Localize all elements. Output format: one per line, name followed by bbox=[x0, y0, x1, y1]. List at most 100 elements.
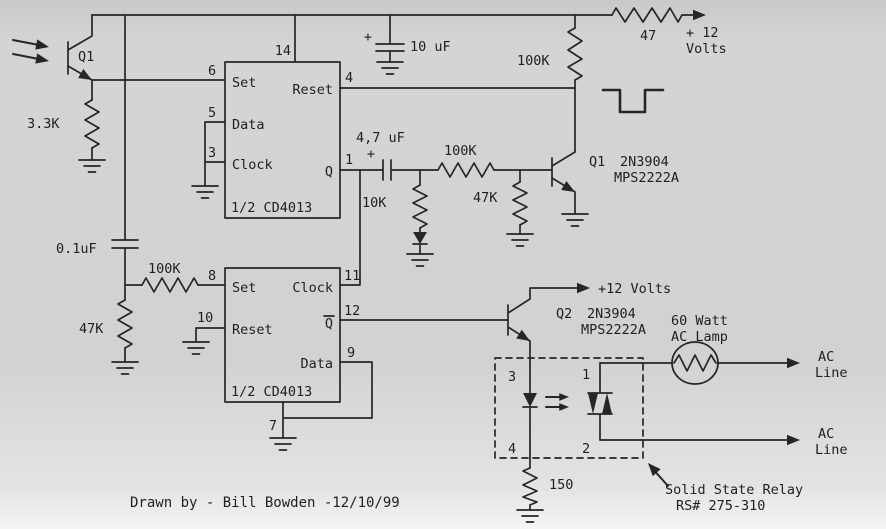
coupling-arrow-icon bbox=[559, 403, 569, 411]
q1-part-alt-label: MPS2222A bbox=[614, 170, 679, 186]
led-icon bbox=[523, 393, 537, 407]
relay-pin2-label: 2 bbox=[582, 441, 590, 457]
ground-icon bbox=[406, 253, 434, 267]
resistor-150: 150 bbox=[516, 467, 573, 523]
clock-link bbox=[339, 169, 361, 286]
transistor-q2: Q2 2N3904 MPS2222A +12 Volts bbox=[507, 281, 671, 394]
flip-flop-1: 14 6 5 3 4 1 Set Data Clock Reset Q 1/2 … bbox=[191, 14, 576, 219]
capacitor-4.7uf-label: 4,7 uF bbox=[356, 130, 405, 146]
ac-arrow-icon bbox=[787, 434, 800, 446]
capacitor-10uf-plus: + bbox=[364, 29, 372, 45]
supply-arrow-icon bbox=[577, 282, 590, 294]
ff1-pin3-label: 3 bbox=[208, 145, 216, 161]
resistor-100k-set-label: 100K bbox=[148, 261, 181, 277]
diode-icon bbox=[413, 232, 427, 244]
reset-pulse-waveform bbox=[601, 88, 665, 114]
resistor-100k-pullup-label: 100K bbox=[517, 53, 550, 69]
resistor-100k-base-label: 100K bbox=[444, 143, 477, 159]
supply-relay-label: +12 Volts bbox=[598, 281, 671, 297]
ground-icon bbox=[269, 437, 297, 451]
resistor-10k-diode: 10K bbox=[362, 169, 434, 267]
light-arrow-icon bbox=[35, 53, 50, 67]
ff1-pin1-label: 1 bbox=[345, 152, 353, 168]
ff1-pin4-label: 4 bbox=[345, 70, 353, 86]
photo-q1-label: Q1 bbox=[78, 49, 94, 65]
ff1-data-label: Data bbox=[232, 117, 265, 133]
relay-caption-line1: Solid State Relay bbox=[665, 482, 803, 498]
supply-arrow-icon bbox=[693, 9, 706, 21]
ff2-pin11-label: 11 bbox=[344, 268, 360, 284]
coupling-arrow-icon bbox=[559, 393, 569, 401]
resistor-47-symbol bbox=[611, 7, 683, 23]
ff1-pin14-label: 14 bbox=[275, 43, 291, 59]
lamp-and-ac-lines: 60 Watt AC Lamp AC Line AC Line bbox=[599, 313, 848, 458]
ff2-qbar-label: Q bbox=[325, 316, 333, 332]
ff2-chip-label: 1/2 CD4013 bbox=[231, 384, 312, 400]
capacitor-4.7uf-plus: + bbox=[367, 146, 375, 162]
ff2-pin8-label: 8 bbox=[208, 268, 216, 284]
ff2-pin12-label: 12 bbox=[344, 303, 360, 319]
triac-icon bbox=[588, 393, 598, 414]
ff2-pin9-label: 9 bbox=[347, 345, 355, 361]
relay-pin3-label: 3 bbox=[508, 369, 516, 385]
relay-pin1-label: 1 bbox=[582, 367, 590, 383]
lamp-filament bbox=[673, 354, 717, 372]
transistor-q1-npn: Q1 2N3904 MPS2222A bbox=[551, 151, 679, 227]
ff1-clock-label: Clock bbox=[232, 157, 273, 173]
light-arrow-icon bbox=[35, 39, 50, 53]
power-rail: 47 + 12 Volts bbox=[91, 7, 727, 57]
ff2-set-label: Set bbox=[232, 280, 256, 296]
ac-bottom-label-line1: AC bbox=[818, 426, 834, 442]
ac-arrow-icon bbox=[787, 357, 800, 369]
q2-part-alt-label: MPS2222A bbox=[581, 322, 646, 338]
ac-bottom-label-line2: Line bbox=[815, 442, 848, 458]
q2-label: Q2 bbox=[556, 306, 572, 322]
lamp-icon bbox=[671, 341, 719, 385]
capacitor-10uf: + 10 uF bbox=[364, 14, 451, 75]
triac-icon bbox=[602, 393, 612, 414]
lamp-label-line1: 60 Watt bbox=[671, 313, 728, 329]
flip-flop-2: 8 10 11 12 9 7 Set Reset Clock Q Data 1/… bbox=[182, 267, 509, 451]
ff1-set-label: Set bbox=[232, 75, 256, 91]
ground-icon bbox=[111, 361, 139, 375]
ground-icon bbox=[182, 341, 210, 355]
ff1-chip-label: 1/2 CD4013 bbox=[231, 200, 312, 216]
ac-top-label-line2: Line bbox=[815, 365, 848, 381]
ground-icon bbox=[78, 159, 106, 173]
ground-icon bbox=[506, 233, 534, 247]
resistor-100k-pullup: 100K bbox=[517, 14, 583, 153]
capacitor-10uf-label: 10 uF bbox=[410, 39, 451, 55]
solid-state-relay: 3 1 4 2 Solid State Relay RS# 275-310 bbox=[494, 357, 803, 514]
ff1-pin5-label: 5 bbox=[208, 105, 216, 121]
credit-line: Drawn by - Bill Bowden -12/10/99 bbox=[130, 495, 400, 511]
supply-label-line1: + 12 bbox=[686, 25, 719, 41]
ff1-reset-label: Reset bbox=[292, 82, 333, 98]
ground-icon bbox=[516, 509, 544, 523]
resistor-100k-set: 100K bbox=[124, 261, 226, 293]
resistor-47-label: 47 bbox=[640, 28, 656, 44]
ff1-q-label: Q bbox=[325, 164, 333, 180]
q2-part-label: 2N3904 bbox=[587, 306, 636, 322]
lamp-label-line2: AC Lamp bbox=[671, 329, 728, 345]
resistor-3.3k-label: 3.3K bbox=[27, 116, 60, 132]
resistor-100k-base: 100K bbox=[437, 143, 553, 178]
resistor-10k-label: 10K bbox=[362, 195, 387, 211]
resistor-3.3k: 3.3K bbox=[27, 99, 106, 173]
ff1-pin6-label: 6 bbox=[208, 63, 216, 79]
photo-transistor-q1: Q1 bbox=[12, 14, 226, 101]
ff2-reset-label: Reset bbox=[232, 322, 273, 338]
q1-part-label: 2N3904 bbox=[620, 154, 669, 170]
resistor-150-label: 150 bbox=[549, 477, 573, 493]
resistor-47k-input: 47K bbox=[79, 299, 139, 375]
ff2-pin7-label: 7 bbox=[269, 418, 277, 434]
ff2-pin10-label: 10 bbox=[197, 310, 213, 326]
ground-icon bbox=[561, 213, 589, 227]
ground-icon bbox=[191, 185, 219, 199]
relay-caption-line2: RS# 275-310 bbox=[676, 498, 765, 514]
resistor-47k-input-label: 47K bbox=[79, 321, 104, 337]
ff2-data-label: Data bbox=[300, 356, 333, 372]
ac-top-label-line1: AC bbox=[818, 349, 834, 365]
relay-pin4-label: 4 bbox=[508, 441, 516, 457]
